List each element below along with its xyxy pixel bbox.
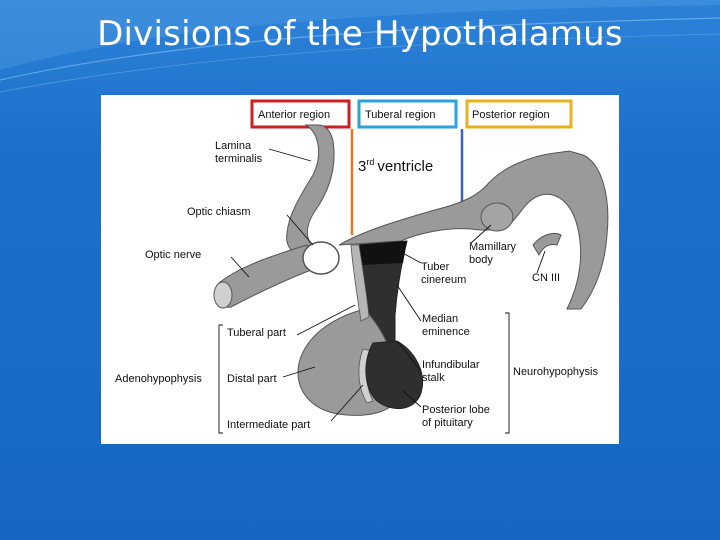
label-median-1: Median bbox=[422, 313, 458, 325]
label-tuberal-part: Tuberal part bbox=[227, 327, 286, 339]
arrow-infund bbox=[396, 340, 422, 372]
label-optic-chiasm: Optic chiasm bbox=[187, 206, 251, 218]
posterior-region-label: Posterior region bbox=[472, 109, 550, 121]
arrow-mamillary bbox=[470, 224, 492, 244]
arrow-optic-chiasm bbox=[286, 214, 314, 246]
mamillary-body-shape bbox=[480, 202, 514, 232]
label-mamillary-2: body bbox=[469, 254, 493, 266]
leader-lines bbox=[230, 148, 546, 422]
label-median-2: eminence bbox=[422, 326, 470, 338]
label-lamina-2: terminalis bbox=[215, 153, 263, 165]
label-lamina-1: Lamina bbox=[215, 140, 252, 152]
tuberal-region-label: Tuberal region bbox=[365, 109, 436, 121]
adenohypophysis-bracket bbox=[218, 324, 223, 434]
arrow-lamina bbox=[268, 148, 312, 162]
hypothalamus-diagram: Anterior region Tuberal region Posterior… bbox=[101, 95, 619, 444]
anterior-region-box bbox=[250, 99, 351, 129]
label-infund-1: Infundibular bbox=[422, 359, 480, 371]
optic-nerve-end bbox=[213, 281, 233, 309]
label-posterior-2: of pituitary bbox=[422, 417, 473, 429]
label-tuber-1: Tuber bbox=[421, 261, 450, 273]
median-eminence-band bbox=[357, 241, 407, 265]
lamina-terminalis-shape bbox=[286, 124, 335, 256]
slide-title: Divisions of the Hypothalamus bbox=[97, 14, 623, 54]
label-mamillary-1: Mamillary bbox=[469, 241, 517, 253]
anterior-region-label: Anterior region bbox=[258, 109, 330, 121]
arrow-cn3 bbox=[536, 250, 546, 274]
label-distal-part: Distal part bbox=[227, 373, 277, 385]
arrow-tuberal-part bbox=[296, 304, 356, 336]
arrow-intermediate-part bbox=[330, 384, 364, 422]
optic-chiasm-shape bbox=[302, 241, 340, 275]
label-optic-nerve: Optic nerve bbox=[145, 249, 201, 261]
neurohypophysis-bracket bbox=[505, 312, 510, 434]
label-neurohypophysis: Neurohypophysis bbox=[513, 366, 598, 378]
cn3-shape bbox=[532, 232, 562, 257]
label-adenohypophysis: Adenohypophysis bbox=[115, 373, 202, 385]
label-infund-2: stalk bbox=[422, 372, 445, 384]
tuberal-part-shape bbox=[350, 244, 370, 322]
arrow-tuber bbox=[398, 250, 422, 264]
label-tuber-2: cinereum bbox=[421, 274, 466, 286]
tuberal-region-box bbox=[357, 99, 458, 129]
diagram-drawing: Anterior region Tuberal region Posterior… bbox=[115, 99, 609, 434]
arrow-distal-part bbox=[282, 366, 316, 378]
label-intermediate-part: Intermediate part bbox=[227, 419, 310, 431]
posterior-region-box bbox=[465, 99, 573, 129]
posterior-lobe-shape bbox=[365, 340, 423, 409]
arrow-posterior bbox=[402, 390, 422, 408]
label-cn3: CN III bbox=[532, 272, 560, 284]
arrow-median bbox=[396, 284, 422, 322]
label-posterior-1: Posterior lobe bbox=[422, 404, 490, 416]
arrow-optic-nerve bbox=[230, 256, 250, 278]
